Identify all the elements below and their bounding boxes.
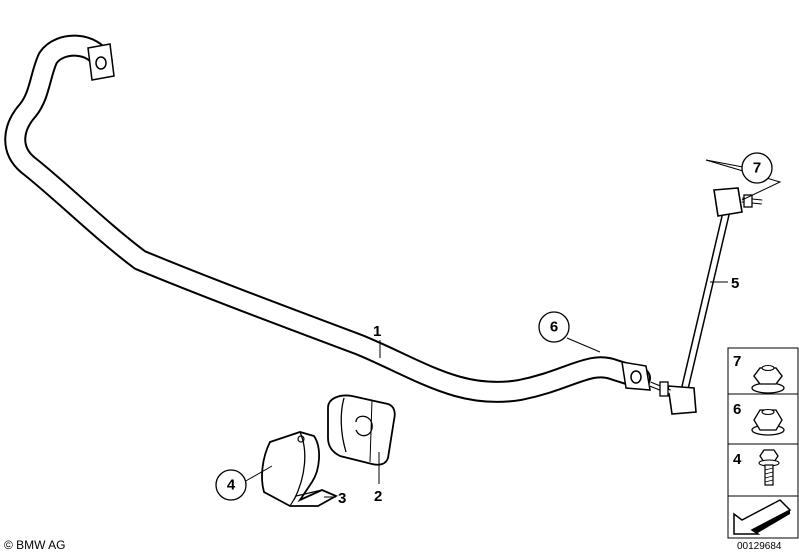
callout-part-4[interactable]: 4 xyxy=(215,469,247,501)
svg-text:7: 7 xyxy=(733,353,741,370)
bar-end-mount-upper xyxy=(87,43,115,81)
svg-text:6: 6 xyxy=(550,319,558,336)
bar-end-mount-right xyxy=(621,361,651,391)
legend-row-6[interactable]: 6 xyxy=(733,401,785,436)
callout-part-5[interactable]: 5 xyxy=(731,275,739,292)
stabilizer-bar xyxy=(4,34,651,403)
parts-legend: 7 6 4 xyxy=(727,347,799,539)
svg-text:1: 1 xyxy=(373,323,381,340)
callout-part-6[interactable]: 6 xyxy=(538,311,570,343)
flange-nut-icon xyxy=(751,364,785,394)
svg-text:7: 7 xyxy=(753,160,761,177)
stabilizer-link xyxy=(649,187,763,415)
svg-text:3: 3 xyxy=(338,490,346,507)
mounting-bracket xyxy=(261,431,339,507)
legend-row-4[interactable]: 4 xyxy=(733,449,780,486)
svg-text:4: 4 xyxy=(733,451,742,468)
svg-text:4: 4 xyxy=(227,477,236,494)
direction-arrow-icon xyxy=(733,499,792,535)
callout-part-7[interactable]: 7 xyxy=(741,152,773,184)
svg-text:5: 5 xyxy=(731,275,739,292)
legend-row-7[interactable]: 7 xyxy=(733,353,785,394)
copyright-text: © BMW AG xyxy=(4,538,66,552)
svg-text:6: 6 xyxy=(733,401,741,418)
document-number: 00129684 xyxy=(737,541,782,552)
link-lower-ball-joint xyxy=(649,381,697,415)
leader-lines xyxy=(243,159,782,498)
callout-part-2[interactable]: 2 xyxy=(374,488,382,505)
rubber-mounting xyxy=(327,394,396,466)
bolt-icon xyxy=(758,449,780,486)
flange-nut-icon xyxy=(751,408,785,436)
callout-part-1[interactable]: 1 xyxy=(373,323,381,340)
callout-part-3[interactable]: 3 xyxy=(338,490,346,507)
link-upper-ball-joint xyxy=(713,187,763,217)
svg-text:2: 2 xyxy=(374,488,382,505)
